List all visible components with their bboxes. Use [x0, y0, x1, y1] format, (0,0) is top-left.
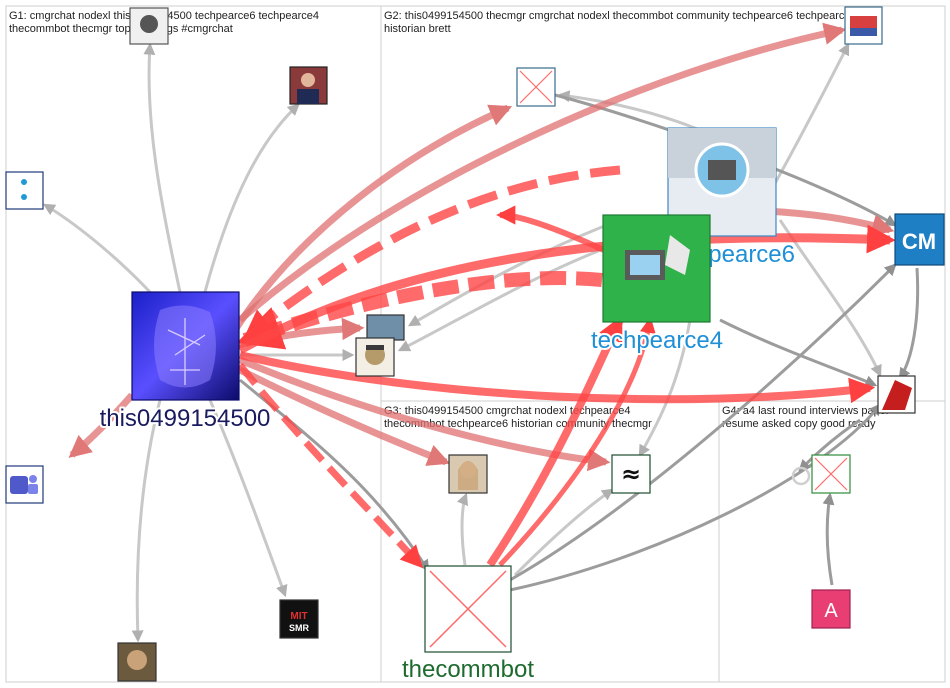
edge-commbot-to-approx — [513, 488, 614, 577]
node-label-thecommbot: thecommbot — [402, 656, 534, 683]
group-label-g2-line2: historian brett — [384, 23, 451, 35]
node-g1-mitsmr[interactable]: MIT SMR — [279, 599, 319, 639]
edge-this-to-g1top — [143, 42, 182, 293]
node-g2-red-icon[interactable] — [877, 375, 916, 414]
edge-commbot-to-tp4b — [498, 316, 656, 567]
red-figure-icon — [882, 380, 912, 410]
edge-this-to-redicon — [239, 351, 876, 404]
edge-tp6-to-this — [243, 165, 621, 339]
edge-this-to-woman — [238, 366, 451, 466]
edge-this-to-badge — [237, 22, 847, 323]
node-g4-xnode[interactable] — [811, 454, 851, 494]
edge-this-to-mitsmr — [208, 399, 288, 598]
node-g1-top-avatar[interactable] — [129, 7, 169, 45]
figure-icon — [140, 15, 158, 33]
face-shape — [301, 73, 315, 87]
face-mesh — [167, 318, 206, 385]
edge-tp4-to-this-loop — [496, 205, 606, 253]
strong-edges — [236, 165, 896, 569]
edge-commbot-to-tp4 — [486, 315, 624, 568]
group-label-g3-line2: thecommbot techpearce6 historian communi… — [384, 418, 652, 430]
cm-logo-text: CM — [902, 229, 936, 254]
badge-stripe — [850, 16, 877, 28]
teams-person-body-icon — [28, 484, 38, 494]
edge-a-to-xnode2 — [822, 492, 835, 586]
edge-commbot-to-woman — [456, 492, 469, 566]
edge-this-to-cm — [237, 224, 896, 354]
edge-this-to-bottom — [131, 399, 162, 643]
weak-edges — [42, 42, 882, 643]
face-shape — [127, 650, 147, 670]
self-loop-icon — [791, 466, 811, 486]
mitsmr-logo-text: MIT — [290, 611, 307, 622]
avatar — [811, 589, 851, 629]
avatar — [366, 314, 405, 341]
group-label-g3-line1: G3: this0499154500 cmgrchat nodexl techp… — [384, 405, 630, 417]
hair-shape — [458, 461, 478, 490]
screen-shape — [630, 255, 660, 275]
group-label-g4-line2: resume asked copy good ready — [722, 418, 876, 430]
edge-tp4-to-redicon — [719, 318, 878, 387]
node-this0499154500[interactable] — [131, 291, 240, 401]
edge-commbot-to-redicon — [509, 403, 882, 592]
node-label-techpearce4: techpearce4 — [591, 327, 723, 354]
badge-stripe-blue — [850, 28, 877, 36]
node-label-this0499154500: this0499154500 — [100, 405, 271, 432]
group-box-g4 — [718, 400, 946, 683]
edge-this-to-approx — [238, 356, 611, 472]
approx-icon: ≈ — [621, 460, 641, 488]
cartoon-hat — [366, 345, 384, 350]
mitsmr-logo-sub: SMR — [289, 623, 310, 633]
edge-tp6-to-xnode — [557, 90, 701, 132]
teams-person-icon — [29, 475, 37, 483]
node-techpearce4[interactable] — [602, 214, 711, 323]
computer-shape — [708, 160, 736, 180]
node-g1-teams[interactable] — [5, 465, 44, 504]
teams-icon — [10, 476, 28, 494]
edge-this-to-commbot-grey — [239, 378, 430, 573]
avatar — [894, 213, 945, 266]
suit-shape — [297, 89, 319, 104]
node-g2-cm[interactable]: CM — [894, 213, 945, 266]
medium-edges — [68, 22, 895, 472]
edge-cm-to-redicon — [898, 267, 920, 380]
edge-this-to-xnode — [232, 104, 513, 332]
edge-this-to-commbot — [237, 362, 424, 569]
node-g1-cartoon-avatar[interactable] — [355, 337, 395, 377]
node-g3-woman-avatar[interactable] — [448, 454, 488, 494]
avatar — [279, 599, 319, 639]
avatar — [611, 454, 651, 494]
node-g2-badge[interactable] — [844, 6, 883, 45]
edge-redicon-to-g4 — [798, 418, 861, 472]
figure-shape — [665, 235, 690, 275]
avatar — [5, 171, 44, 210]
node-g1-man-avatar[interactable] — [289, 66, 328, 105]
group-label-g1-line2: thecommbot thecmgr top hashtags #cmgrcha… — [9, 23, 233, 35]
dot-icon — [21, 194, 27, 200]
broken-image-icon — [814, 457, 848, 491]
broken-image-icon — [429, 570, 507, 648]
edge-this-to-teams — [68, 392, 135, 458]
node-g1-dots[interactable] — [5, 171, 44, 210]
node-g1-small-avatar[interactable] — [366, 314, 405, 341]
group-label-g4-line1: G4: a4 last round interviews paper — [722, 405, 890, 417]
dot-icon — [21, 179, 27, 185]
edge-tp4-to-smallavatar — [407, 218, 621, 327]
edge-commbot-to-cm — [509, 263, 897, 582]
node-g3-approx[interactable]: ≈ — [611, 454, 651, 494]
edge-this-to-g1avatar — [203, 103, 300, 293]
node-thecommbot[interactable] — [424, 565, 512, 653]
node-g1-bottom-avatar[interactable] — [117, 642, 157, 682]
node-g4-a-avatar[interactable]: A — [811, 589, 851, 629]
node-g2-xnode[interactable] — [516, 67, 556, 107]
broken-image-icon — [519, 70, 553, 104]
edge-this-to-dots — [42, 203, 152, 294]
a-letter: A — [824, 600, 838, 622]
group-label-g2-line1: G2: this0499154500 thecmgr cmgrchat node… — [384, 10, 857, 22]
edge-tp4-to-this — [236, 271, 603, 350]
